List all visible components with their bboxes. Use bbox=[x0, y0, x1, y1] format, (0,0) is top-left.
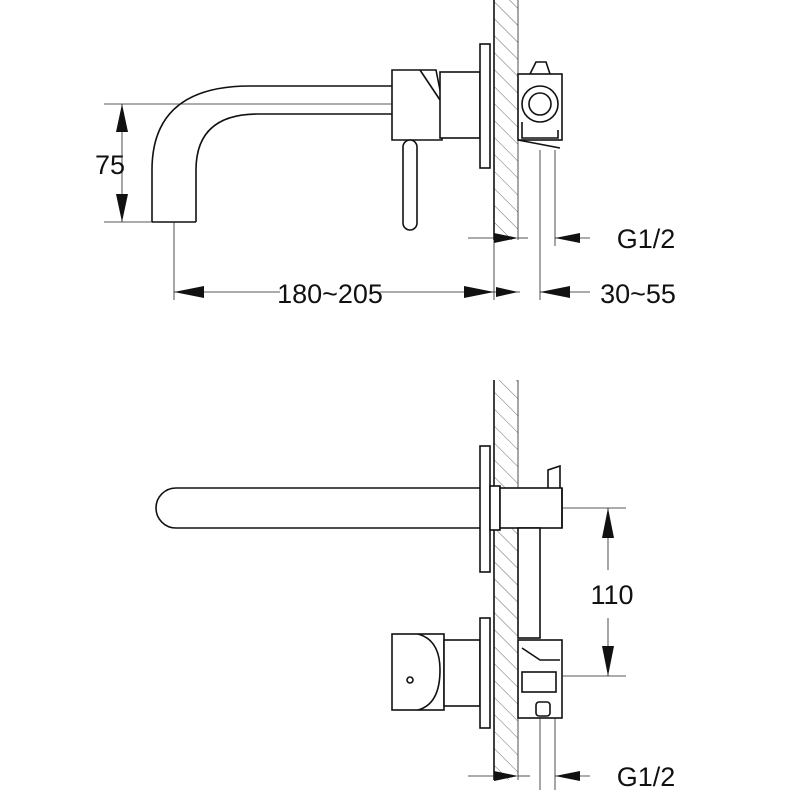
label-75: 75 bbox=[95, 150, 125, 180]
wall-top bbox=[493, 0, 519, 240]
bottom-mixer-body bbox=[391, 617, 491, 729]
dim-top-depth: 30~55 bbox=[494, 150, 676, 309]
bottom-wall-plate bbox=[479, 445, 563, 573]
dim-bottom-height: 110 bbox=[562, 507, 634, 677]
bottom-spout bbox=[155, 487, 480, 529]
bottom-cartridge bbox=[517, 639, 563, 719]
label-g12-bottom: G1/2 bbox=[617, 762, 676, 792]
dim-bottom-thread: G1/2 bbox=[468, 718, 675, 792]
label-180-205: 180~205 bbox=[277, 279, 383, 309]
label-30-55: 30~55 bbox=[600, 279, 676, 309]
dim-top-height: 75 bbox=[95, 103, 392, 223]
label-110: 110 bbox=[590, 580, 633, 610]
top-mixer-body bbox=[391, 43, 491, 231]
top-spout bbox=[151, 85, 392, 223]
dim-top-length: 180~205 bbox=[173, 222, 495, 309]
bottom-pipe bbox=[517, 527, 541, 639]
wall-bottom bbox=[493, 380, 519, 780]
label-g12-top: G1/2 bbox=[617, 224, 676, 254]
top-cartridge bbox=[517, 61, 563, 149]
dim-top-thread: G1/2 bbox=[468, 150, 675, 254]
